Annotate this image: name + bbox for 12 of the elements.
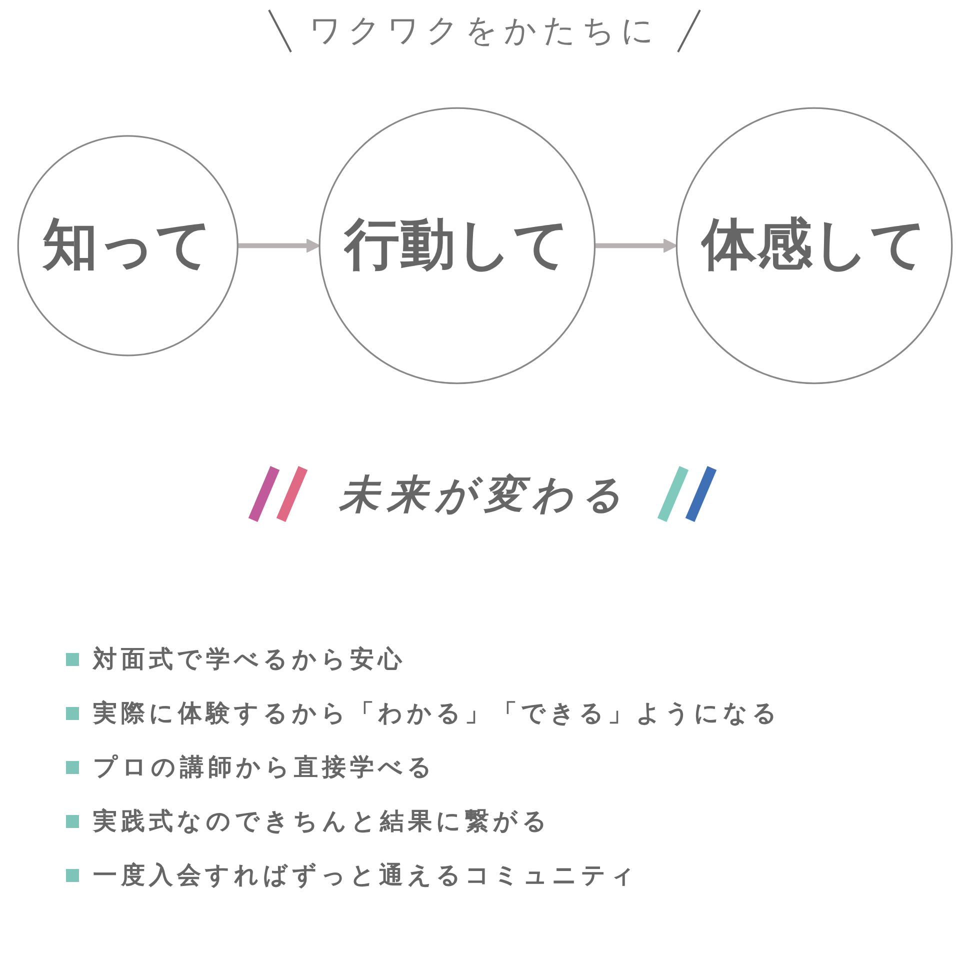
arrow: [594, 238, 677, 254]
node-circle: 知って: [16, 135, 238, 357]
heading: 未来が変わる: [339, 470, 630, 520]
list-item: 一度入会すればずっと通えるコミュニティ: [93, 860, 639, 891]
list-item: 実際に体験するから「わかる」「できる」ようになる: [93, 698, 781, 729]
arrow: [237, 238, 320, 254]
title: ワクワクをかたちに: [309, 10, 660, 51]
node-circle: 行動して: [318, 108, 596, 384]
list-item: 実践式なのできちんと結果に繋がる: [93, 806, 551, 837]
list-item: プロの講師から直接学べる: [93, 752, 436, 783]
list-item: 対面式で学べるから安心: [93, 644, 406, 675]
node-circle: 体感して: [675, 108, 952, 384]
